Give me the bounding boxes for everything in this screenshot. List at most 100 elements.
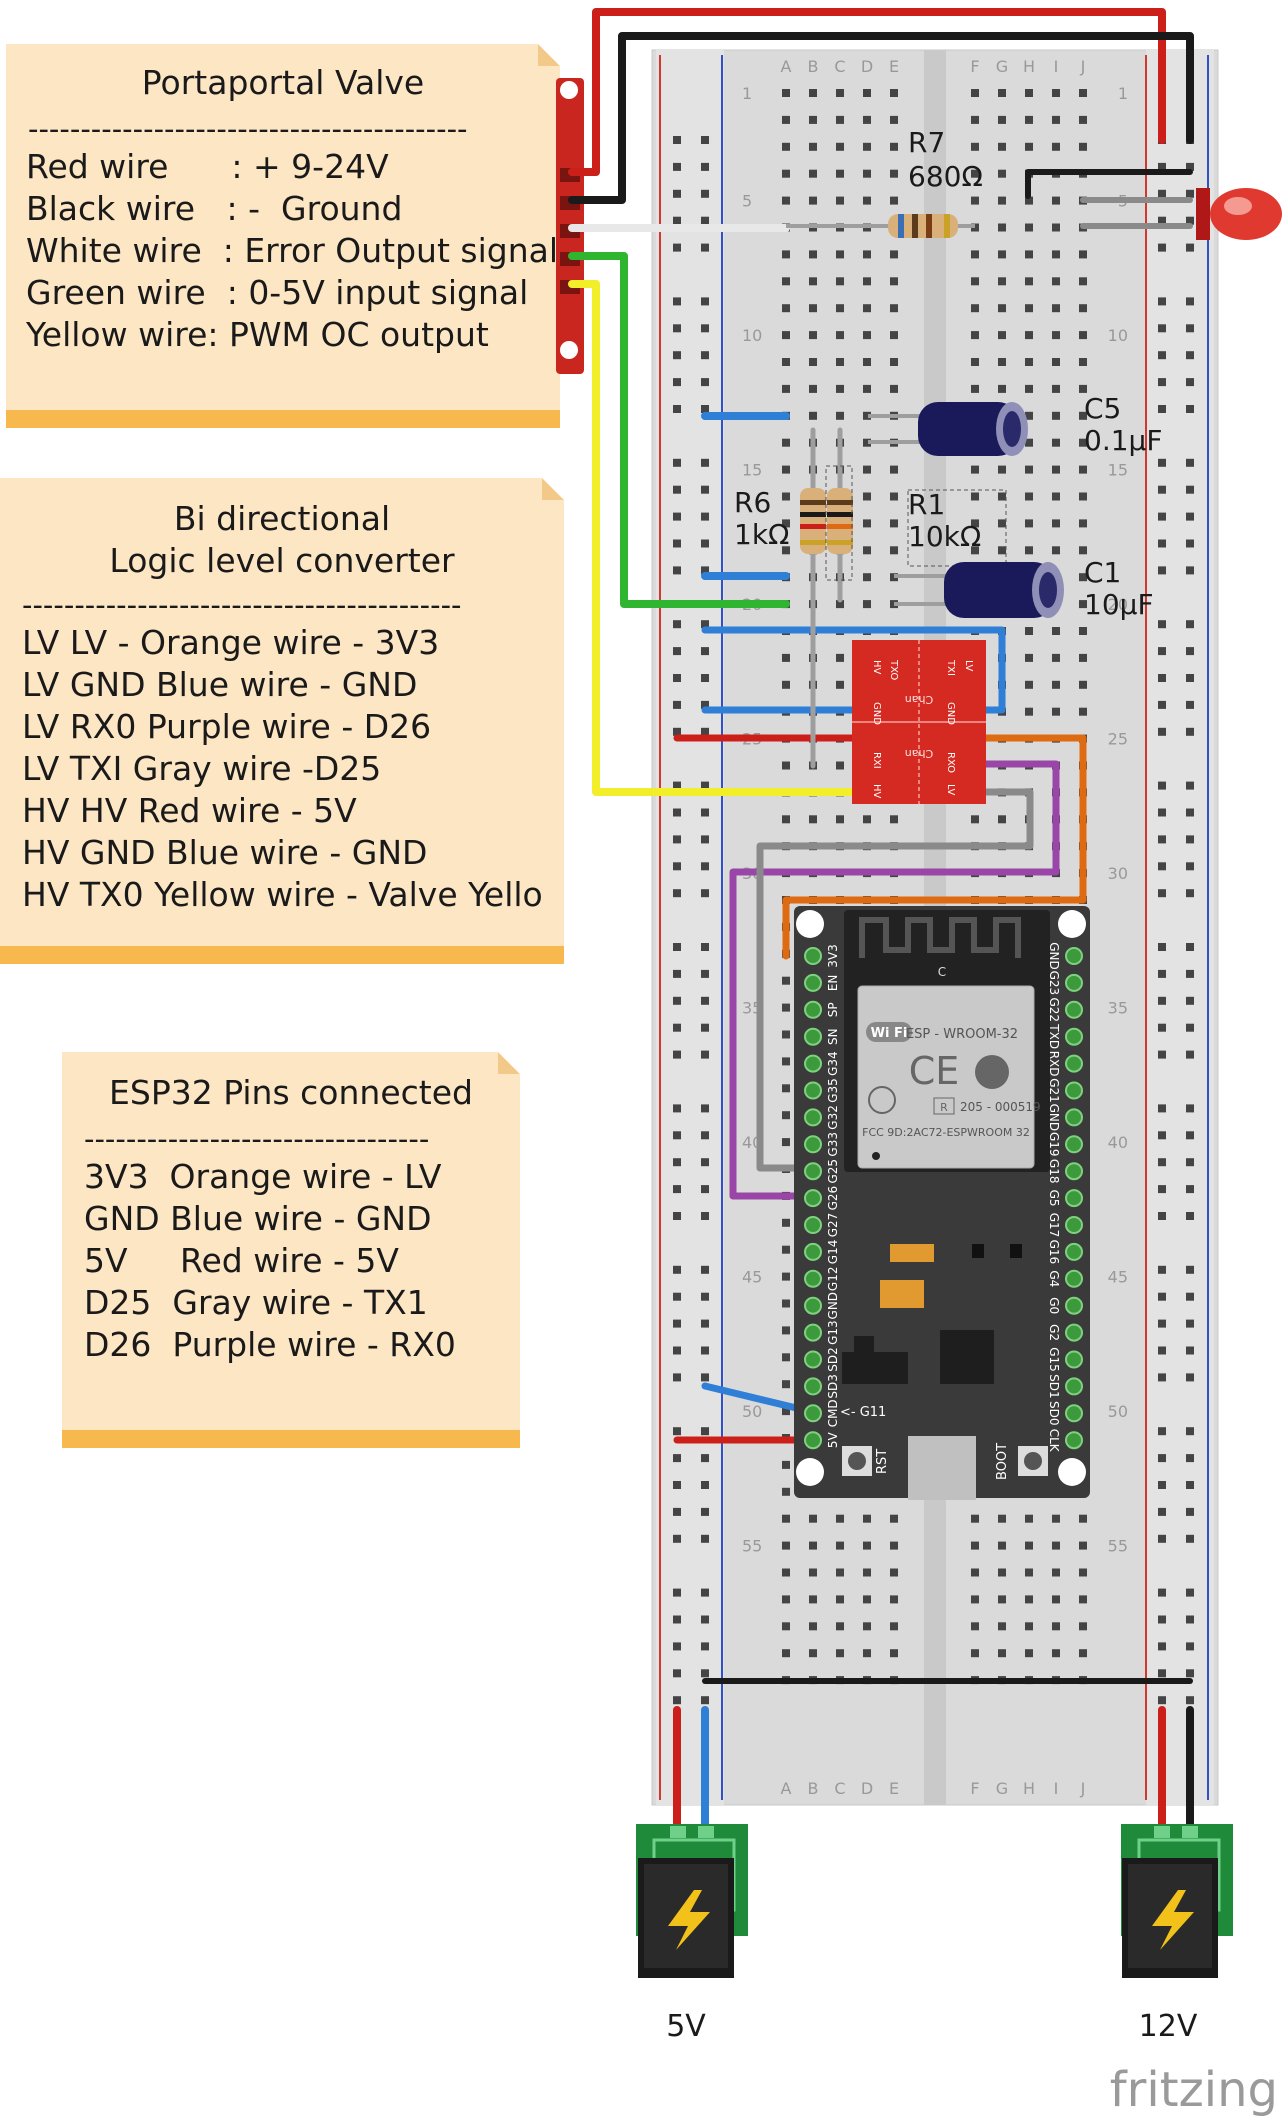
- rail-hole: [1158, 1507, 1166, 1516]
- esp-pin-label: RXD: [1047, 1051, 1061, 1077]
- rail-hole: [701, 1185, 709, 1194]
- column-label: G: [996, 57, 1008, 76]
- breadboard-hole: [782, 1487, 790, 1496]
- breadboard-hole: [890, 1595, 898, 1604]
- breadboard-hole: [836, 1649, 844, 1658]
- rail-hole: [1186, 674, 1194, 682]
- breadboard-hole: [890, 1649, 898, 1658]
- breadboard-hole: [998, 89, 1006, 97]
- rail-hole: [673, 1265, 681, 1274]
- rail-hole: [673, 297, 681, 306]
- esp-pin-label: CLK: [1047, 1429, 1061, 1453]
- breadboard-hole: [998, 1649, 1006, 1658]
- breadboard-hole: [1052, 1541, 1060, 1550]
- gnd-blue-wire: [701, 626, 1006, 714]
- breadboard-hole: [782, 169, 790, 178]
- rail-hole: [1158, 566, 1166, 575]
- column-label: A: [781, 57, 792, 76]
- note-fold: [538, 44, 560, 66]
- breadboard-hole: [782, 465, 790, 474]
- breadboard-hole: [809, 1649, 817, 1658]
- rail-hole: [673, 727, 681, 736]
- rail-hole: [701, 620, 709, 629]
- breadboard-hole: [863, 277, 871, 286]
- breadboard-hole: [998, 492, 1006, 501]
- converter-note-line: LV GND Blue wire - GND: [22, 665, 418, 704]
- row-number-label: 15: [1108, 461, 1128, 480]
- rail-hole: [1186, 1507, 1194, 1516]
- breadboard-hole: [809, 89, 817, 97]
- breadboard-hole: [1025, 1514, 1033, 1523]
- rail-hole: [1186, 1346, 1194, 1355]
- esp-pin-label: CMD: [826, 1399, 840, 1427]
- rail-hole: [701, 1265, 709, 1274]
- converter-pin-label: RXI: [871, 752, 882, 769]
- rail-hole: [673, 1292, 681, 1301]
- breadboard-hole: [782, 1084, 790, 1093]
- breadboard-hole: [1052, 1649, 1060, 1658]
- breadboard-hole: [1052, 653, 1060, 662]
- breadboard-hole: [890, 384, 898, 393]
- esp-pin-headers: [804, 947, 1083, 1450]
- breadboard-hole: [971, 815, 979, 824]
- rail-hole: [1158, 485, 1166, 494]
- rail-hole: [1186, 808, 1194, 817]
- converter-note: Bi directional Logic level converter ---…: [0, 478, 564, 964]
- breadboard-hole: [1052, 492, 1060, 501]
- esp-pin-label: G12: [826, 1267, 840, 1292]
- rail-hole: [1158, 1212, 1166, 1220]
- breadboard-hole: [836, 142, 844, 151]
- breadboard-hole: [782, 142, 790, 151]
- esp-pin-label: G27: [826, 1213, 840, 1238]
- rail-hole: [701, 1373, 709, 1382]
- rail-hole: [1186, 162, 1194, 171]
- esp-pin-label: GND: [826, 1292, 840, 1320]
- breadboard-right-rail: [1146, 50, 1214, 1805]
- rail-hole: [1186, 889, 1194, 898]
- rail-hole: [701, 674, 709, 682]
- column-label: E: [889, 57, 899, 76]
- converter-note-line: LV TXI Gray wire -D25: [22, 749, 382, 788]
- breadboard-hole: [782, 277, 790, 286]
- breadboard-hole: [1025, 142, 1033, 151]
- breadboard-hole: [836, 331, 844, 340]
- rail-hole: [1186, 566, 1194, 575]
- breadboard-hole: [971, 1649, 979, 1658]
- rail-hole: [701, 647, 709, 656]
- esp-pin-label: G4: [1047, 1270, 1061, 1287]
- breadboard-hole: [1079, 115, 1087, 124]
- breadboard-hole: [809, 384, 817, 393]
- breadboard-hole: [863, 304, 871, 313]
- r6-value-label: 1kΩ: [734, 518, 789, 551]
- c5-name-label: C5: [1084, 392, 1121, 425]
- rail-hole: [1186, 378, 1194, 387]
- esp-pin-label: SN: [826, 1028, 840, 1045]
- cert-r-label: R: [940, 1101, 948, 1114]
- rail-hole: [1158, 1454, 1166, 1463]
- breadboard-hole: [1079, 600, 1087, 609]
- rail-hole: [701, 808, 709, 817]
- breadboard-hole: [836, 761, 844, 770]
- breadboard-hole: [1079, 438, 1087, 447]
- rail-hole: [701, 727, 709, 736]
- breadboard-hole: [1025, 89, 1033, 97]
- esp-pin: [1065, 1081, 1083, 1100]
- esp-pin: [804, 1162, 822, 1181]
- breadboard-hole: [782, 304, 790, 313]
- row-number-label: 5: [742, 192, 752, 211]
- esp-pin-label: G15: [1047, 1347, 1061, 1372]
- wifi-label: Wi Fi: [871, 1026, 908, 1041]
- esp-pin-label: G2: [1047, 1324, 1061, 1341]
- valve-note-line: Black wire : - Ground: [26, 189, 403, 228]
- c5-value-label: 0.1µF: [1084, 424, 1162, 457]
- breadboard-hole: [782, 815, 790, 824]
- rail-hole: [1186, 1615, 1194, 1624]
- row-number-label: 55: [1108, 1537, 1128, 1556]
- breadboard-hole: [809, 304, 817, 313]
- converter-chan-label: Chan: [905, 747, 933, 760]
- breadboard-hole: [971, 196, 979, 205]
- esp-pin-label: G16: [1047, 1240, 1061, 1265]
- breadboard-hole: [890, 115, 898, 124]
- breadboard-hole: [998, 142, 1006, 151]
- row-number-label: 10: [1108, 326, 1128, 345]
